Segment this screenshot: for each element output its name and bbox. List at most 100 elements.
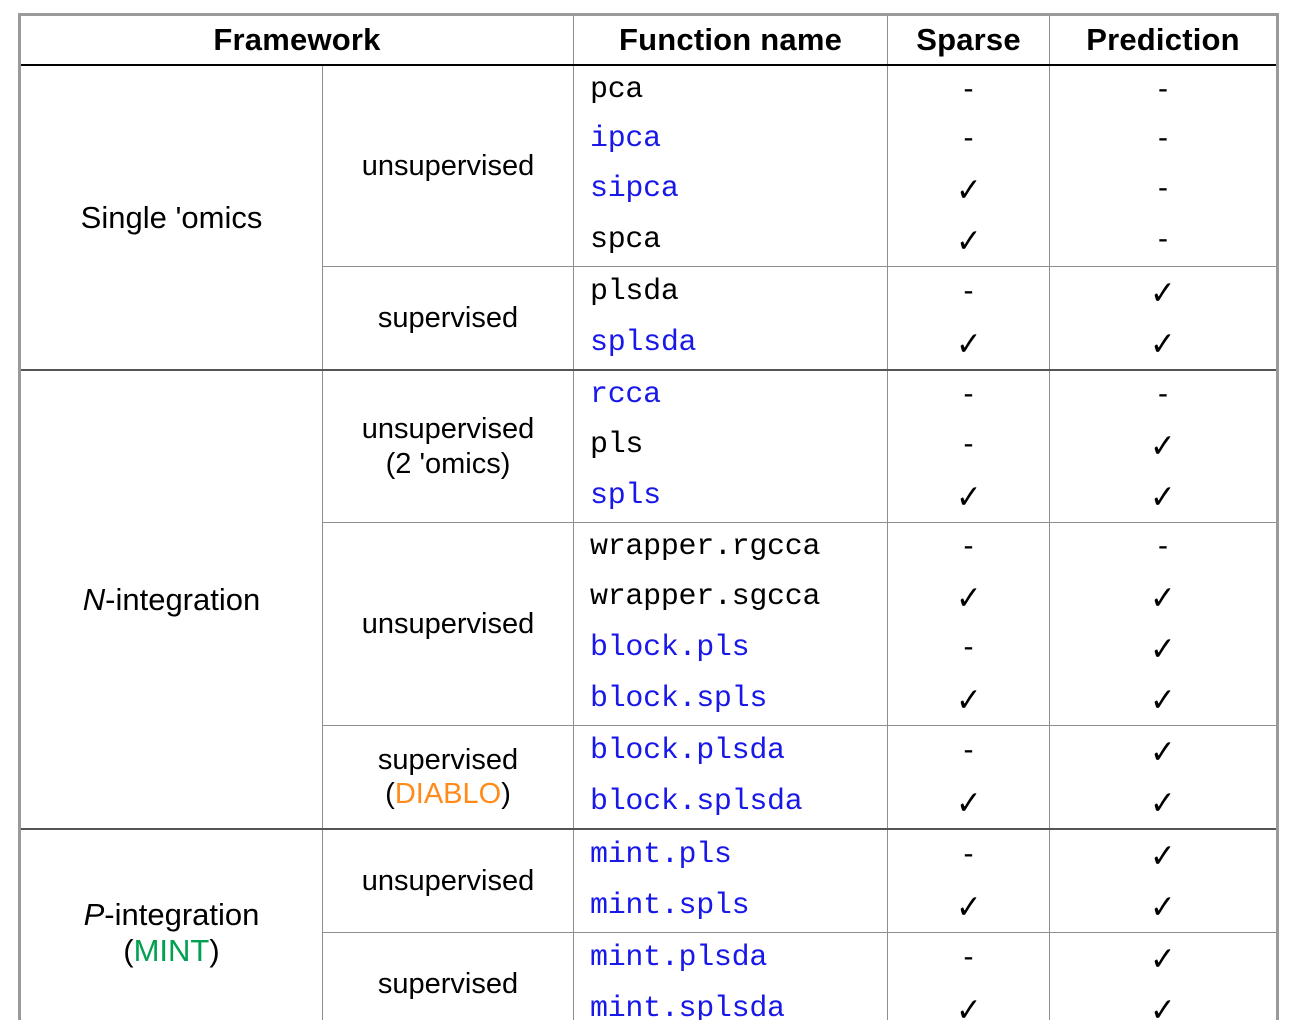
function-name-cell: mint.plsda	[573, 932, 889, 984]
sparse-cell: -	[887, 623, 1051, 674]
sparse-cell: ✓	[887, 881, 1051, 933]
table-row: pls-✓	[20, 420, 1279, 471]
check-icon: ✓	[955, 221, 982, 260]
check-icon: ✓	[955, 783, 982, 822]
italic-prefix: P	[83, 896, 105, 932]
function-name-cell: spls	[573, 471, 889, 523]
mode-cell: unsupervised	[321, 522, 575, 726]
check-icon: ✓	[955, 887, 982, 926]
check-icon: ✓	[1150, 324, 1176, 363]
prediction-cell: ✓	[1049, 984, 1279, 1020]
framework-function-table: Framework Function name Sparse Predictio…	[18, 13, 1280, 1020]
function-name-cell: plsda	[573, 266, 889, 318]
mode-cell: supervised	[321, 266, 575, 371]
function-name-cell: rcca	[573, 369, 889, 420]
check-icon: ✓	[1150, 990, 1176, 1020]
table-row: block.pls-✓	[20, 623, 1279, 674]
table-row: block.splsda ✓ ✓	[20, 777, 1279, 830]
header-function-name: Function name	[573, 14, 889, 66]
function-name-cell: block.spls	[573, 674, 889, 726]
italic-prefix: N	[82, 581, 106, 617]
prediction-cell: ✓	[1049, 674, 1279, 726]
prediction-cell: ✓	[1049, 471, 1279, 523]
check-icon: ✓	[1150, 732, 1176, 771]
framework-cell: P-integration(MINT)	[19, 828, 323, 1020]
sparse-cell: -	[887, 522, 1051, 572]
label-line: supervised	[377, 301, 519, 334]
table-row: sipca ✓ -	[20, 164, 1279, 215]
check-icon: ✓	[955, 477, 982, 516]
sparse-cell: ✓	[887, 215, 1051, 267]
header-sparse: Sparse	[887, 14, 1051, 66]
sparse-cell: ✓	[887, 572, 1051, 623]
mode-cell: unsupervised	[321, 64, 575, 267]
function-name-cell: mint.pls	[573, 828, 889, 881]
function-name-cell: pca	[573, 64, 889, 115]
mode-cell: supervised	[321, 932, 575, 1020]
function-name-cell: block.splsda	[573, 777, 889, 830]
prediction-cell: -	[1049, 164, 1279, 215]
prediction-cell: ✓	[1049, 932, 1279, 984]
function-name-cell: sipca	[573, 164, 889, 215]
dash-icon: -	[963, 529, 974, 562]
check-icon: ✓	[1150, 939, 1176, 978]
sparse-cell: ✓	[887, 471, 1051, 523]
prediction-cell: ✓	[1049, 777, 1279, 830]
function-name-cell: pls	[573, 420, 889, 471]
sparse-cell: -	[887, 725, 1051, 777]
dash-icon: -	[963, 121, 974, 154]
label-line: Single 'omics	[80, 199, 263, 235]
check-icon: ✓	[955, 170, 982, 209]
prediction-cell: ✓	[1049, 318, 1279, 371]
accent-label: DIABLO	[394, 778, 502, 810]
table-row: mint.splsda ✓ ✓	[20, 984, 1279, 1020]
table-row: spca✓-	[20, 215, 1279, 267]
table-row: mint.spls✓✓	[20, 881, 1279, 933]
dash-icon: -	[1158, 121, 1169, 154]
mode-cell: unsupervised(2 'omics)	[321, 369, 575, 523]
framework-cell: N-integration	[19, 369, 323, 830]
prediction-cell: -	[1049, 115, 1279, 164]
check-icon: ✓	[1150, 477, 1176, 516]
sparse-cell: -	[887, 115, 1051, 164]
function-name-cell: spca	[573, 215, 889, 267]
prediction-cell: -	[1049, 369, 1279, 420]
check-icon: ✓	[955, 680, 982, 719]
label-line: supervised	[377, 967, 519, 1000]
header-framework: Framework	[18, 14, 575, 66]
check-icon: ✓	[1150, 273, 1176, 312]
label-line: P-integration	[83, 896, 260, 932]
prediction-cell: ✓	[1049, 881, 1279, 933]
sparse-cell: ✓	[887, 164, 1051, 215]
prediction-cell: -	[1049, 522, 1279, 572]
framework-cell: Single 'omics	[19, 64, 323, 371]
dash-icon: -	[1158, 377, 1169, 410]
label-line: (2 'omics)	[385, 447, 511, 480]
prediction-cell: ✓	[1049, 266, 1279, 318]
label-line: unsupervised	[361, 864, 535, 897]
dash-icon: -	[1158, 171, 1169, 204]
sparse-cell: ✓	[887, 674, 1051, 726]
dash-icon: -	[963, 72, 974, 105]
sparse-cell: -	[887, 369, 1051, 420]
prediction-cell: ✓	[1049, 420, 1279, 471]
table-row: spls ✓ ✓	[20, 471, 1279, 523]
sparse-cell: -	[887, 420, 1051, 471]
check-icon: ✓	[1150, 578, 1176, 617]
check-icon: ✓	[955, 990, 982, 1020]
function-name-cell: block.pls	[573, 623, 889, 674]
table-row: supervised(DIABLO)block.plsda-✓	[20, 725, 1279, 830]
function-name-cell: splsda	[573, 318, 889, 371]
dash-icon: -	[963, 630, 974, 663]
function-name-cell: mint.splsda	[573, 984, 889, 1020]
label-line: unsupervised	[361, 607, 535, 640]
header-prediction: Prediction	[1049, 14, 1279, 66]
check-icon: ✓	[1150, 887, 1176, 926]
